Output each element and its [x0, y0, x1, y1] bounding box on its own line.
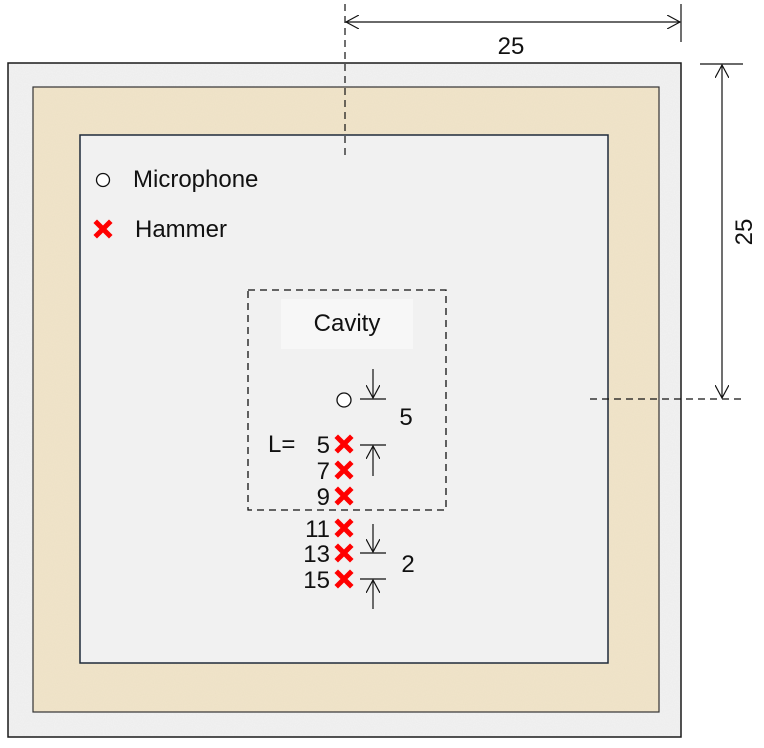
- hammer-position-label: 5: [317, 432, 330, 459]
- hammer-marker-icon: [334, 460, 354, 480]
- hammer-marker-icon: [334, 569, 354, 589]
- legend-hammer-label: Hammer: [135, 216, 227, 243]
- cavity-label: Cavity: [314, 310, 381, 337]
- dimension-label-horizontal: 25: [498, 33, 525, 60]
- dim-spacing-label: 2: [401, 551, 414, 578]
- hammer-prefix-label: L=: [268, 431, 295, 458]
- dim-mic-label: 5: [399, 404, 412, 431]
- hammer-position-label: 9: [317, 484, 330, 511]
- hammer-position-label: 7: [317, 458, 330, 485]
- hammer-position-label: 13: [303, 541, 330, 568]
- cavity-outline: [247, 289, 447, 511]
- hammer-marker-icon: [334, 518, 354, 538]
- microphone-marker: [336, 392, 352, 408]
- hammer-marker-icon: [334, 543, 354, 563]
- hammer-legend-icon: [93, 219, 113, 239]
- dimension-label-vertical: 25: [731, 219, 758, 246]
- hammer-marker-icon: [334, 486, 354, 506]
- hammer-marker-icon: [334, 434, 354, 454]
- microphone-legend-icon: [95, 172, 111, 188]
- hammer-position-label: 11: [305, 516, 330, 543]
- hammer-position-label: 15: [303, 567, 330, 594]
- legend-microphone-label: Microphone: [133, 166, 258, 193]
- cavity-label-bg: [281, 299, 413, 349]
